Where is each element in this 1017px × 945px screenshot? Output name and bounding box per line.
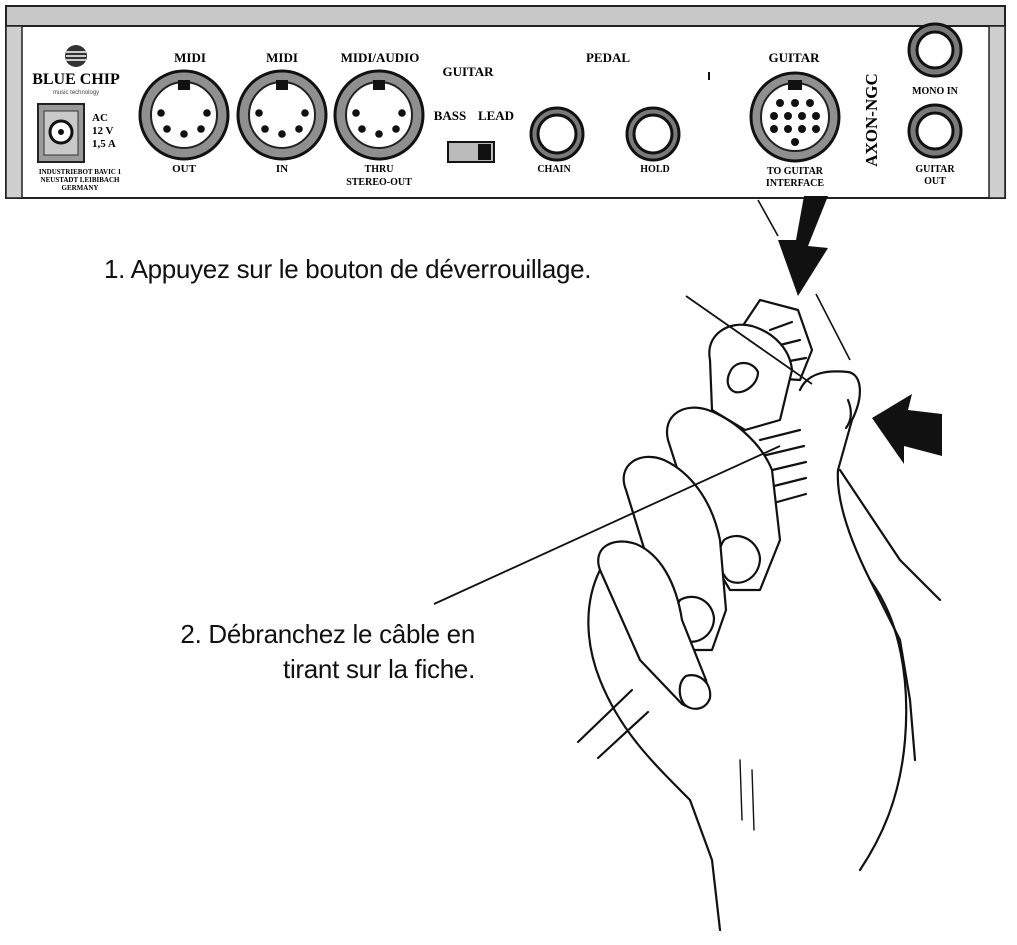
step-1-instruction: 1. Appuyez sur le bouton de déverrouilla… xyxy=(104,254,592,284)
guitar-mode-switch: GUITAR BASS LEAD xyxy=(434,64,514,163)
step-2-line-1: 2. Débranchez le câble en xyxy=(180,619,475,649)
model-name: AXON-NGC xyxy=(862,73,881,167)
svg-text:BASS: BASS xyxy=(434,108,467,123)
power-jack: AC 12 V 1,5 A xyxy=(37,103,116,163)
svg-text:NEUSTADT LEIBIBACH: NEUSTADT LEIBIBACH xyxy=(41,176,120,184)
hand-illustration xyxy=(587,298,942,932)
midi-thru-port: MIDI/AUDIO THRU STEREO-OUT xyxy=(333,50,425,188)
svg-text:GUITAR: GUITAR xyxy=(768,50,820,65)
step-2-line-2: tirant sur la fiche. xyxy=(283,654,475,684)
guitar-out-jack: GUITAR OUT xyxy=(907,103,963,187)
svg-text:MIDI: MIDI xyxy=(174,50,206,65)
power-label-ac: AC xyxy=(92,112,108,124)
svg-text:INTERFACE: INTERFACE xyxy=(766,178,824,189)
power-label-voltage: 12 V xyxy=(92,125,114,137)
made-in-text: INDUSTRIEBOT BAVIC 1 NEUSTADT LEIBIBACH … xyxy=(39,168,122,192)
svg-text:GERMANY: GERMANY xyxy=(62,184,99,192)
cable xyxy=(576,688,650,760)
svg-text:GUITAR: GUITAR xyxy=(442,64,494,79)
svg-text:STEREO-OUT: STEREO-OUT xyxy=(346,177,412,188)
mono-in-jack: MONO IN xyxy=(907,22,963,97)
svg-text:CHAIN: CHAIN xyxy=(537,164,571,175)
guitar-connector: GUITAR TO GUITAR INTERFACE xyxy=(749,50,841,189)
brand-name: BLUE CHIP xyxy=(32,71,120,88)
svg-text:TO GUITAR: TO GUITAR xyxy=(767,166,824,177)
svg-text:GUITAR: GUITAR xyxy=(915,164,955,175)
step-2-instruction: 2. Débranchez le câble en tirant sur la … xyxy=(60,617,475,687)
svg-text:OUT: OUT xyxy=(172,163,197,175)
down-arrow-icon xyxy=(778,196,828,296)
midi-out-port: MIDI OUT xyxy=(138,50,230,175)
power-label-current: 1,5 A xyxy=(92,138,116,150)
svg-text:HOLD: HOLD xyxy=(640,164,669,175)
svg-text:MIDI: MIDI xyxy=(266,50,298,65)
press-arrow-icon xyxy=(872,394,942,464)
svg-text:LEAD: LEAD xyxy=(478,108,514,123)
svg-text:IN: IN xyxy=(276,163,288,175)
pedal-jacks: PEDAL CHAIN HOLD xyxy=(529,50,710,175)
svg-text:MONO IN: MONO IN xyxy=(912,86,959,97)
pull-motion-lines xyxy=(757,199,851,361)
svg-text:PEDAL: PEDAL xyxy=(586,50,630,65)
brand-subtitle: music technology xyxy=(53,90,99,96)
svg-text:MIDI/AUDIO: MIDI/AUDIO xyxy=(341,50,420,65)
midi-in-port: MIDI IN xyxy=(236,50,328,175)
brand-logo: BLUE CHIP music technology xyxy=(32,45,120,96)
svg-text:INDUSTRIEBOT BAVIC 1: INDUSTRIEBOT BAVIC 1 xyxy=(39,168,122,176)
svg-text:THRU: THRU xyxy=(365,164,394,175)
leader-lines xyxy=(433,295,813,605)
svg-text:OUT: OUT xyxy=(924,176,946,187)
